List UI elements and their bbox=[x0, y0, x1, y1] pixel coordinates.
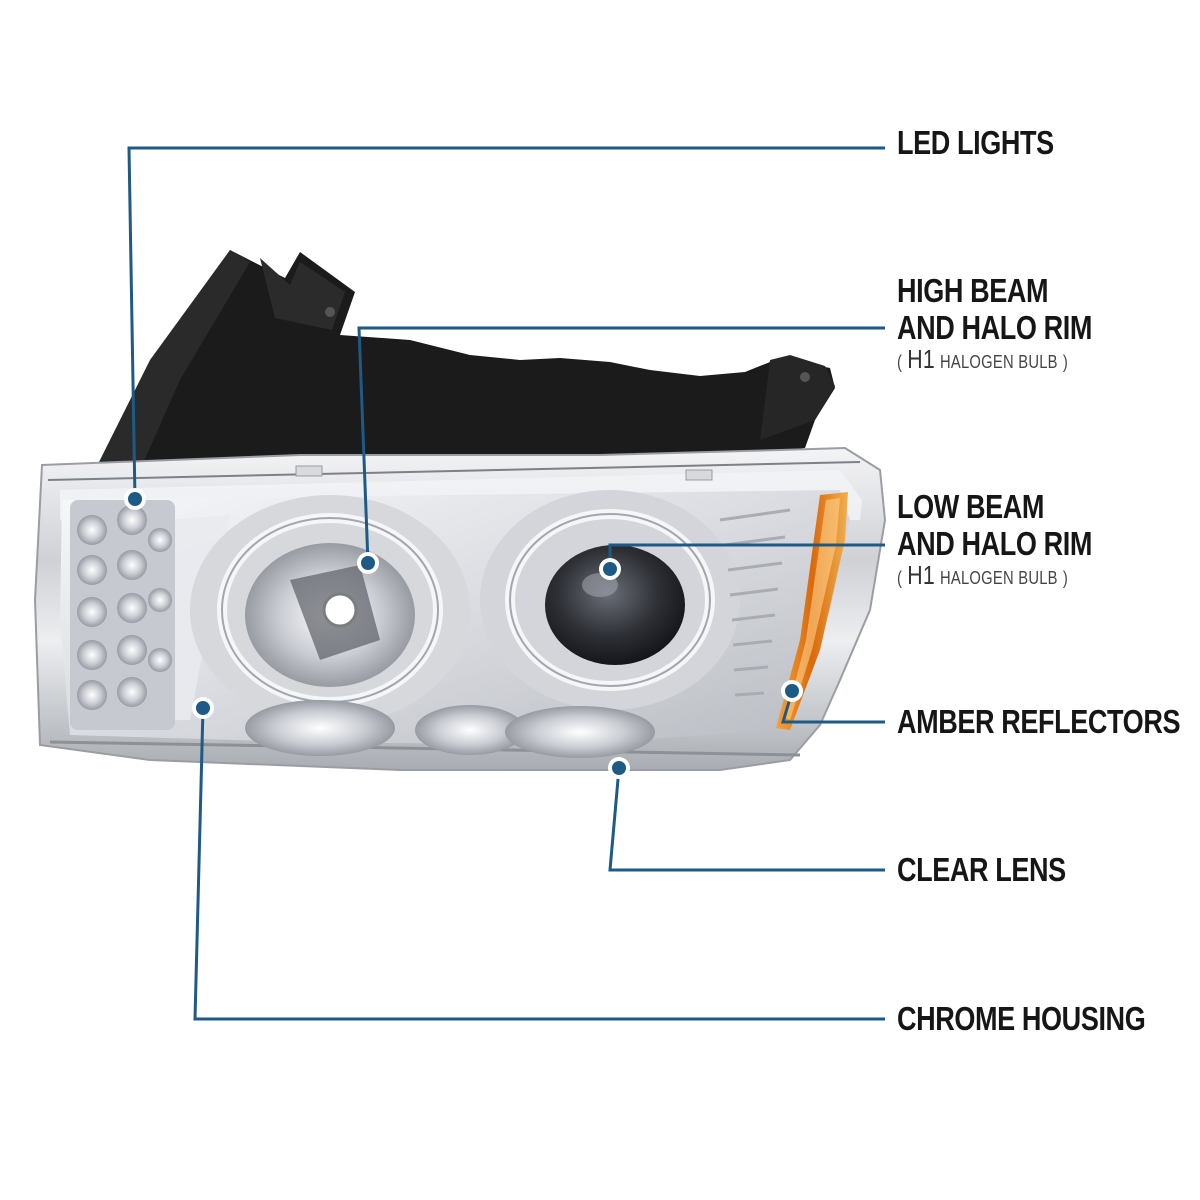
callout-led-lights: LED LIGHTS bbox=[897, 124, 1054, 161]
callout-clear-lens: CLEAR LENS bbox=[897, 851, 1066, 888]
callout-title: AMBER REFLECTORS bbox=[897, 703, 1181, 740]
amber-reflector bbox=[776, 492, 848, 730]
led-strip bbox=[70, 500, 175, 730]
callout-title: LED LIGHTS bbox=[897, 124, 1054, 161]
callout-title-line-2: AND HALO RIM bbox=[897, 309, 1093, 346]
callout-high-beam: HIGH BEAM AND HALO RIM ( H1 HALOGEN BULB… bbox=[897, 272, 1092, 375]
lower-reflectors bbox=[245, 700, 655, 758]
bulb-note: ( H1 HALOGEN BULB ) bbox=[897, 344, 1068, 374]
low-beam-assembly bbox=[480, 490, 740, 710]
callout-lines bbox=[127, 146, 885, 1021]
callout-dots bbox=[124, 488, 803, 779]
high-beam-assembly bbox=[190, 495, 470, 725]
callout-title-line-1: LOW BEAM bbox=[897, 488, 1045, 525]
callout-title: CHROME HOUSING bbox=[897, 1000, 1146, 1037]
bulb-note: ( H1 HALOGEN BULB ) bbox=[897, 560, 1068, 590]
callout-amber-reflectors: AMBER REFLECTORS bbox=[897, 703, 1181, 740]
callout-title: CLEAR LENS bbox=[897, 851, 1066, 888]
callout-low-beam: LOW BEAM AND HALO RIM ( H1 HALOGEN BULB … bbox=[897, 488, 1092, 591]
rear-housing bbox=[95, 250, 835, 480]
callout-title-line-1: HIGH BEAM bbox=[897, 272, 1049, 309]
callout-chrome-housing: CHROME HOUSING bbox=[897, 1000, 1146, 1037]
callout-title-line-2: AND HALO RIM bbox=[897, 525, 1093, 562]
